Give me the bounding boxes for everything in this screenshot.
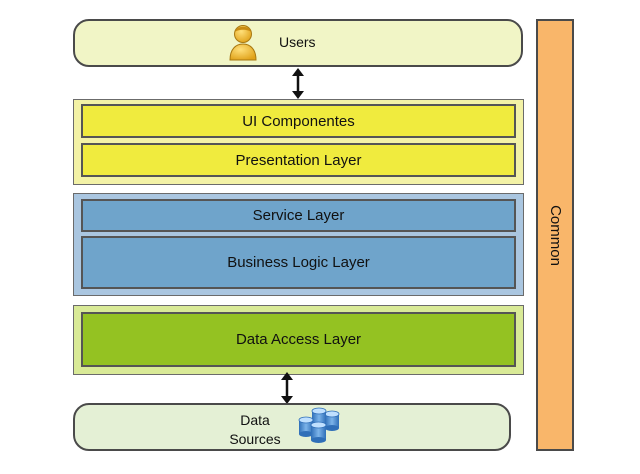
data-sources-label: Data Sources (220, 411, 290, 449)
common-label: Common (546, 204, 564, 266)
service-layer: Service Layer (81, 199, 516, 232)
data-sources-label-line1: Data (240, 412, 270, 428)
service-layer-label: Service Layer (252, 207, 345, 224)
ui-componentes-label: UI Componentes (242, 112, 355, 130)
double-arrow-icon (292, 68, 304, 99)
data-sources-box (73, 403, 511, 451)
presentation-layer-label: Presentation Layer (235, 151, 362, 169)
database-icon (298, 407, 340, 443)
business-logic-layer: Business Logic Layer (81, 236, 516, 289)
business-logic-layer-label: Business Logic Layer (227, 254, 370, 271)
data-sources-label-line2: Sources (229, 431, 281, 447)
presentation-layer: Presentation Layer (81, 143, 516, 177)
common-label-wrap: Common (536, 19, 574, 451)
ui-componentes-layer: UI Componentes (81, 104, 516, 138)
data-access-layer: Data Access Layer (81, 312, 516, 367)
users-label: Users (279, 34, 316, 50)
common-bar (536, 19, 574, 451)
data-access-layer-label: Data Access Layer (235, 331, 362, 348)
user-icon (229, 25, 257, 61)
double-arrow-icon (281, 372, 293, 404)
users-box (73, 19, 523, 67)
